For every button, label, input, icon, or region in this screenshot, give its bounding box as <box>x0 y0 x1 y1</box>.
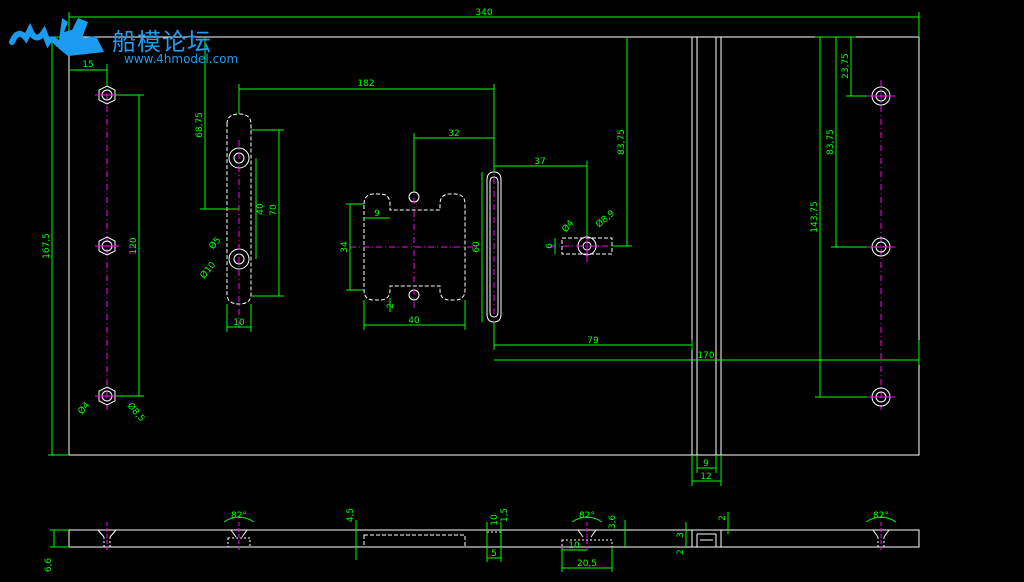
hole-right-top <box>867 86 895 106</box>
dim-countersink-angle-1: 82° <box>231 511 247 521</box>
dim-slot-width-10: 10 <box>233 318 245 328</box>
dim-countersink-angle-4: 82° <box>873 511 889 521</box>
dim-side-2b: 2 <box>718 515 728 521</box>
side-groove <box>691 530 722 547</box>
logo-title: 船模论坛 <box>112 28 212 56</box>
logo-url: www.4hmodel.com <box>124 52 239 66</box>
dim-overall-height: 167,5 <box>42 233 52 259</box>
dim-overall-width: 340 <box>475 8 492 18</box>
dim-side-205: 20,5 <box>577 559 597 569</box>
side-pocket <box>363 534 466 548</box>
side-view <box>68 522 920 552</box>
plate-outline <box>68 36 920 456</box>
dim-thickness-66: 6,6 <box>44 558 54 573</box>
dim-pocket-40: 40 <box>408 316 420 326</box>
dim-hole-spacing-left: 120 <box>129 237 139 254</box>
countersink-4 <box>872 529 890 547</box>
right-hole-column <box>867 80 895 410</box>
slot-mount <box>226 113 252 330</box>
hole-right-mid <box>867 237 895 257</box>
hole-left-mid <box>95 236 119 256</box>
dim-height-8375-mid: 83,75 <box>617 129 627 155</box>
site-logo[interactable]: 船模论坛 www.4hmodel.com <box>8 8 248 66</box>
center-groove <box>691 37 722 455</box>
dim-right-8375: 83,75 <box>826 129 836 155</box>
dim-side-10b: 10 <box>568 541 580 551</box>
dim-left-margin: 15 <box>82 60 93 70</box>
side-dimension-labels: 6,6 82° 82° 82° 4,5 10 1,5 5 3,6 10 20,5… <box>44 508 889 572</box>
dim-countersink-angle-2: 82° <box>579 511 595 521</box>
dim-groove-9: 9 <box>703 459 709 469</box>
dim-pocket-9: 9 <box>374 209 380 219</box>
dim-span-32: 32 <box>448 129 459 139</box>
countersink-1 <box>97 529 117 547</box>
dimension-lines <box>48 12 920 486</box>
side-dimension-lines <box>50 512 897 572</box>
dim-span-182: 182 <box>357 79 374 89</box>
dim-side-3: 3 <box>676 532 686 538</box>
dim-side-2: 2 <box>676 549 686 555</box>
dim-groove-12: 12 <box>700 472 711 482</box>
dim-span-79: 79 <box>587 336 599 346</box>
dim-pocket-2: 2 <box>386 303 396 309</box>
logo-mark-icon <box>9 18 104 56</box>
center-pocket <box>363 193 466 301</box>
dim-slot-70: 70 <box>269 204 279 216</box>
dim-side-36: 3,6 <box>608 515 618 530</box>
dim-slot-60: 60 <box>472 241 482 253</box>
dim-side-10: 10 <box>490 514 500 526</box>
dim-span-37: 37 <box>534 157 545 167</box>
dim-right-14375: 143,75 <box>810 201 820 233</box>
left-hole-column <box>95 80 119 410</box>
dim-pocket-34: 34 <box>340 241 350 253</box>
dim-side-15: 1,5 <box>500 508 510 522</box>
dim-side-45: 4,5 <box>346 508 356 522</box>
dim-side-5: 5 <box>491 549 497 559</box>
dim-offset-6875: 68,75 <box>195 112 205 138</box>
dim-boss-6: 6 <box>545 243 555 249</box>
hole-right-bottom <box>867 387 895 407</box>
long-slot <box>486 165 502 330</box>
dim-span-170: 170 <box>697 351 714 361</box>
dim-slot-40: 40 <box>256 203 266 215</box>
dim-right-2375: 23,75 <box>841 53 851 79</box>
